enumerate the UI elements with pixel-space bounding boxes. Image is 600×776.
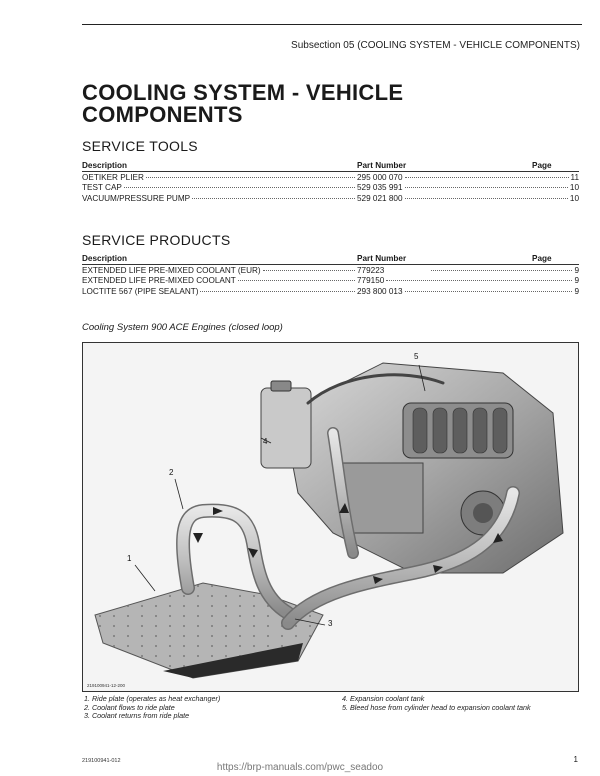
- callout-3: 3: [328, 619, 333, 628]
- figure-code: 219100941-12-200: [87, 683, 126, 688]
- product-page: 9: [574, 276, 579, 286]
- legend-item: 2. Coolant flows to ride plate: [84, 702, 175, 712]
- service-tools-heading: SERVICE TOOLS: [82, 138, 198, 154]
- column-header: Part Number: [357, 161, 532, 172]
- table-row: EXTENDED LIFE PRE-MIXED COOLANT 779150 9: [82, 276, 579, 287]
- coolant-pipes: [176, 373, 520, 630]
- column-header: Description: [82, 254, 357, 265]
- product-part-number: 293 800 013: [357, 286, 403, 296]
- product-page: 9: [574, 286, 579, 296]
- tool-page: 10: [569, 193, 579, 203]
- figure-legend-left: 1. Ride plate (operates as heat exchange…: [84, 694, 334, 721]
- header-rule: [82, 24, 582, 25]
- document-code: 219100941-012: [82, 758, 121, 764]
- callout-1: 1: [127, 554, 132, 563]
- page-number: 1: [573, 755, 578, 764]
- cooling-system-figure: 1 2 3 4 5 219100941-12-200: [82, 342, 579, 692]
- figure-caption: Cooling System 900 ACE Engines (closed l…: [82, 322, 283, 333]
- product-part-number: 779150: [357, 276, 385, 286]
- column-header: Page: [532, 254, 579, 265]
- table-row: VACUUM/PRESSURE PUMP 529 021 800 10: [82, 193, 579, 204]
- product-description: LOCTITE 567 (PIPE SEALANT): [82, 286, 199, 296]
- tool-part-number: 529 021 800: [357, 193, 403, 203]
- column-header: Part Number: [357, 254, 532, 265]
- ride-plate: [94, 582, 324, 679]
- tool-page: 10: [569, 183, 579, 193]
- product-page: 9: [574, 265, 579, 275]
- callout-2: 2: [169, 468, 174, 477]
- figure-legend-right: 4. Expansion coolant tank 5. Bleed hose …: [342, 694, 582, 712]
- tool-page: 11: [570, 172, 580, 182]
- callout-5: 5: [414, 352, 419, 361]
- flow-arrows: [193, 503, 503, 584]
- table-row: OETIKER PLIER 295 000 070 11: [82, 172, 579, 183]
- cooling-system-illustration: [94, 362, 564, 679]
- legend-item: 5. Bleed hose from cylinder head to expa…: [342, 702, 531, 712]
- subsection-header: Subsection 05 (COOLING SYSTEM - VEHICLE …: [291, 40, 580, 51]
- page-title: COOLING SYSTEM - VEHICLE COMPONENTS: [82, 80, 404, 127]
- column-header: Description: [82, 161, 357, 172]
- tool-description: OETIKER PLIER: [82, 172, 144, 182]
- source-url: https://brp-manuals.com/pwc_seadoo: [216, 762, 384, 773]
- legend-item: 3. Coolant returns from ride plate: [84, 711, 190, 720]
- column-header: Page: [532, 161, 579, 172]
- product-description: EXTENDED LIFE PRE-MIXED COOLANT (EUR): [82, 265, 261, 275]
- table-row: EXTENDED LIFE PRE-MIXED COOLANT (EUR) 77…: [82, 265, 579, 276]
- product-description: EXTENDED LIFE PRE-MIXED COOLANT: [82, 276, 236, 286]
- callout-4: 4: [263, 437, 268, 446]
- tool-description: VACUUM/PRESSURE PUMP: [82, 193, 191, 203]
- legend-item: 1. Ride plate (operates as heat exchange…: [84, 694, 221, 703]
- engine: [282, 362, 564, 574]
- callout-leaders: [134, 364, 426, 626]
- expansion-tank: [260, 380, 312, 469]
- legend-item: 4. Expansion coolant tank: [342, 694, 425, 703]
- tool-part-number: 529 035 991: [357, 183, 403, 193]
- table-row: TEST CAP 529 035 991 10: [82, 183, 579, 194]
- service-products-table: Description Part Number Page EXTENDED LI…: [82, 254, 579, 297]
- service-tools-table: Description Part Number Page OETIKER PLI…: [82, 161, 579, 204]
- service-products-heading: SERVICE PRODUCTS: [82, 232, 231, 248]
- table-row: LOCTITE 567 (PIPE SEALANT) 293 800 013 9: [82, 286, 579, 297]
- tool-description: TEST CAP: [82, 183, 122, 193]
- tool-part-number: 295 000 070: [357, 172, 403, 182]
- product-part-number: 779223: [357, 265, 385, 275]
